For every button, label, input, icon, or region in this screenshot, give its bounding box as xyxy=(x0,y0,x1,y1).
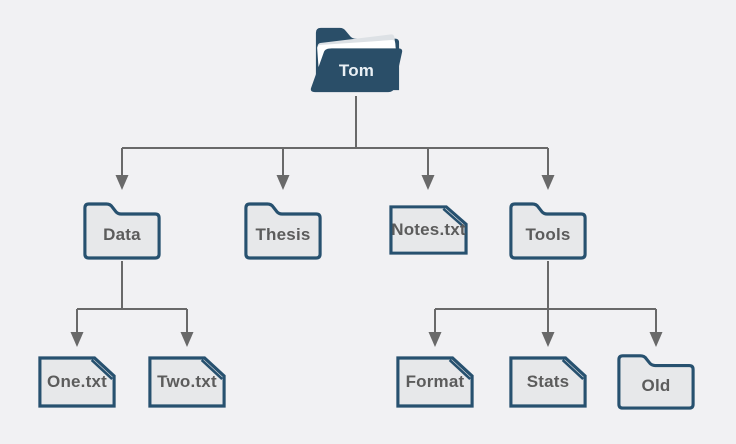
node-data: Data xyxy=(81,199,163,261)
connector-lines xyxy=(76,96,657,333)
node-notes-txt: Notes.txt xyxy=(387,203,470,257)
arrow-down-icon xyxy=(115,175,129,190)
node-stats: Stats xyxy=(507,354,589,410)
arrowheads xyxy=(70,175,663,347)
arrow-down-icon xyxy=(428,332,442,347)
open-folder-icon xyxy=(310,27,403,93)
node-tools: Tools xyxy=(507,199,589,261)
node-label: Notes.txt xyxy=(391,220,466,239)
arrow-down-icon xyxy=(421,175,435,190)
folder-icon xyxy=(244,202,322,260)
node-label: Stats xyxy=(526,372,570,391)
node-label: Old xyxy=(641,376,671,395)
node-tom: Tom xyxy=(307,24,406,96)
node-label: Tools xyxy=(525,225,571,244)
arrow-down-icon xyxy=(180,332,194,347)
arrow-down-icon xyxy=(276,175,290,190)
document-icon xyxy=(396,356,474,408)
node-thesis: Thesis xyxy=(242,199,324,261)
node-old: Old xyxy=(615,351,697,411)
document-icon xyxy=(148,356,226,408)
folder-icon xyxy=(509,202,587,260)
folder-icon xyxy=(617,354,695,410)
node-label: Data xyxy=(103,225,141,244)
node-format: Format xyxy=(394,354,476,410)
node-label: Two.txt xyxy=(157,372,217,391)
node-label: One.txt xyxy=(47,372,107,391)
arrow-down-icon xyxy=(70,332,84,347)
node-label: Tom xyxy=(338,61,375,80)
node-label: Thesis xyxy=(255,225,311,244)
arrow-down-icon xyxy=(541,175,555,190)
document-icon xyxy=(389,205,468,255)
node-two-txt: Two.txt xyxy=(146,354,228,410)
arrow-down-icon xyxy=(541,332,555,347)
document-icon xyxy=(509,356,587,408)
document-icon xyxy=(38,356,116,408)
node-one-txt: One.txt xyxy=(36,354,118,410)
node-label: Format xyxy=(405,372,465,391)
arrow-down-icon xyxy=(649,332,663,347)
folder-icon xyxy=(83,202,161,260)
